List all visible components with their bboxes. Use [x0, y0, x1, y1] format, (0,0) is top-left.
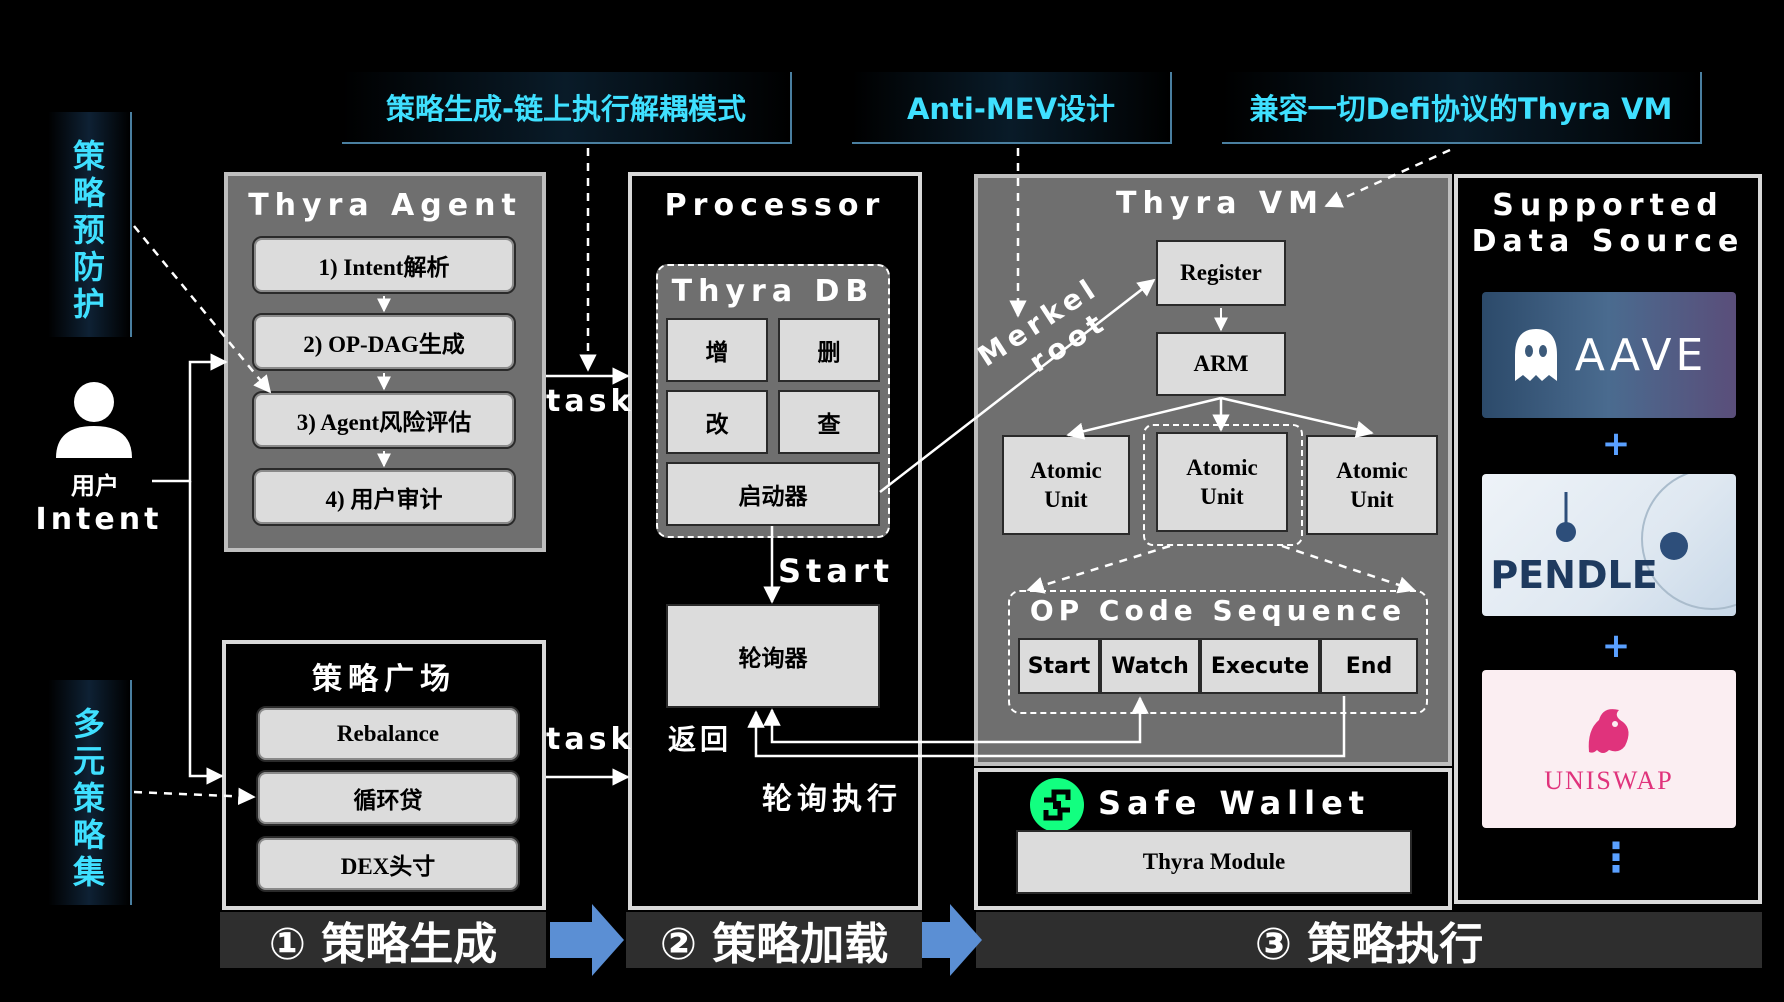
- agent-step-3: 3) Agent风险评估: [252, 391, 516, 449]
- plus-icon-2: +: [1601, 626, 1631, 666]
- seq-start: Start: [1018, 638, 1100, 694]
- banner-decouple: 策略生成-链上执行解耦模式: [342, 72, 792, 144]
- pendle-decoration-icon: [1556, 474, 1736, 610]
- agent-step-1: 1) Intent解析: [252, 236, 516, 294]
- compat-arrow: [1324, 148, 1451, 208]
- op-code-sequence-area: [1008, 590, 1428, 714]
- arm-to-unit-right-arrow: [1220, 396, 1374, 438]
- atomic-unit-middle: Atomic Unit: [1156, 432, 1288, 532]
- data-source-title-line1: Supported: [1492, 188, 1724, 223]
- uniswap-logo-text: UNISWAP: [1544, 766, 1674, 795]
- thyra-agent-title: Thyra Agent: [248, 188, 522, 223]
- task-label-upper: task: [546, 384, 635, 419]
- user-intent: Intent: [35, 502, 163, 537]
- stage-3-bar: ③ 策略执行: [976, 912, 1762, 970]
- prevention-arrow: [133, 225, 272, 394]
- plaza-item-dex-position: DEX头寸: [256, 836, 520, 892]
- aave-logo-card: AAVE: [1482, 292, 1736, 418]
- stage-arrow-1: [550, 904, 624, 976]
- pendle-logo-text: PENDLE: [1490, 553, 1658, 597]
- user-to-agent-line: [152, 353, 228, 483]
- register-box: Register: [1156, 240, 1286, 306]
- stage-1-bar: ① 策略生成: [220, 912, 546, 970]
- agent-step-2: 2) OP-DAG生成: [252, 313, 516, 371]
- end-return-loop: [747, 696, 1346, 758]
- strategy-set-arrow: [133, 787, 256, 806]
- processor-title: Processor: [664, 188, 886, 223]
- plaza-item-loop-loan: 循环贷: [256, 770, 520, 826]
- merkel-root-arrow: [879, 278, 1156, 493]
- db-launcher: 启动器: [666, 462, 880, 526]
- atomic-unit-left: Atomic Unit: [1002, 435, 1130, 535]
- side-label-strategy-set: 多 元 策 略 集: [48, 680, 132, 905]
- uniswap-logo-card: UNISWAP: [1482, 670, 1736, 828]
- banner-anti-mev: Anti-MEV设计: [852, 72, 1172, 144]
- seq-watch: Watch: [1100, 638, 1200, 694]
- uniswap-unicorn-icon: [1588, 709, 1629, 753]
- expand-left-arrow: [1026, 544, 1171, 594]
- more-icon: ⋮: [1596, 835, 1636, 881]
- user-label: 用户: [71, 472, 119, 500]
- start-label: Start: [778, 552, 895, 590]
- arm-box: ARM: [1156, 332, 1286, 396]
- banner-anti-mev-text: Anti-MEV设计: [906, 92, 1116, 126]
- safe-wallet-icon: [1030, 778, 1084, 832]
- user-to-plaza-line: [188, 481, 224, 785]
- atomic-unit-right: Atomic Unit: [1306, 435, 1438, 535]
- poller-box: 轮询器: [666, 604, 880, 708]
- aave-ghost-icon: [1514, 329, 1557, 381]
- plaza-item-rebalance: Rebalance: [256, 706, 520, 762]
- strategy-plaza-title: 策略广场: [312, 662, 456, 697]
- db-op-add: 增: [666, 318, 768, 382]
- db-op-update: 改: [666, 390, 768, 454]
- arm-to-unit-left-arrow: [1066, 396, 1222, 440]
- seq-end: End: [1320, 638, 1418, 694]
- pendle-logo-card: PENDLE: [1482, 474, 1736, 616]
- user-icon: [52, 380, 136, 460]
- banner-compat: 兼容一切Defi协议的Thyra VM: [1222, 72, 1702, 144]
- thyra-vm-title: Thyra VM: [1116, 186, 1324, 221]
- poll-exec-label: 轮询执行: [762, 782, 902, 817]
- data-source-title: Supported Data Source: [1454, 188, 1762, 260]
- stage-arrow-2: [922, 904, 982, 976]
- banner-compat-text: 兼容一切Defi协议的Thyra VM: [1249, 92, 1673, 126]
- seq-execute: Execute: [1200, 638, 1320, 694]
- side-label-prevention: 策 略 预 防 护: [48, 112, 132, 337]
- thyra-db-title: Thyra DB: [671, 274, 875, 309]
- stage-2-bar: ② 策略加载: [626, 912, 922, 970]
- return-label: 返回: [668, 723, 733, 756]
- safe-wallet-title: Safe Wallet: [1098, 784, 1371, 822]
- db-op-query: 查: [778, 390, 880, 454]
- task-label-lower: task: [546, 722, 635, 757]
- data-source-title-line2: Data Source: [1471, 224, 1745, 259]
- aave-logo-text: AAVE: [1574, 329, 1708, 381]
- thyra-module-box: Thyra Module: [1016, 830, 1412, 894]
- banner-decouple-text: 策略生成-链上执行解耦模式: [385, 92, 747, 126]
- op-code-sequence-title: OP Code Sequence: [1029, 594, 1407, 627]
- plus-icon-1: +: [1601, 424, 1631, 464]
- agent-step-4: 4) 用户审计: [252, 468, 516, 526]
- db-op-delete: 删: [778, 318, 880, 382]
- expand-right-arrow: [1281, 544, 1416, 594]
- poller-watch-loop: [763, 696, 1149, 744]
